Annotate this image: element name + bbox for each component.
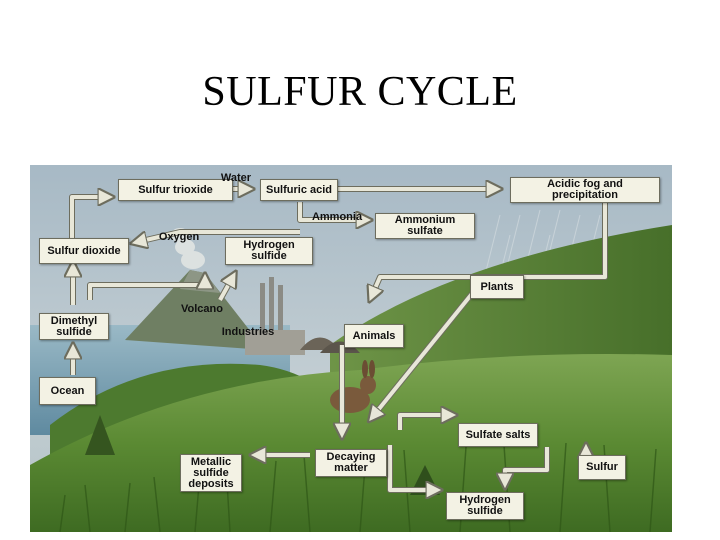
box-sulfur-trioxide: Sulfur trioxide [118, 179, 233, 201]
volcano-shape [125, 270, 265, 350]
box-acidic-fog: Acidic fog and precipitation [510, 177, 660, 203]
page-title: SULFUR CYCLE [202, 69, 518, 115]
label-water: Water [220, 172, 252, 184]
box-animals: Animals [344, 324, 404, 348]
box-sulfur: Sulfur [578, 455, 626, 480]
label-industries: Industries [221, 326, 275, 338]
box-ammonium-sulfate: Ammonium sulfate [375, 213, 475, 239]
label-ammonia: Ammonia [311, 211, 363, 223]
box-sulfate-salts: Sulfate salts [458, 423, 538, 447]
box-ocean: Ocean [39, 377, 96, 405]
box-hydrogen-sulfide-bottom: Hydrogen sulfide [446, 492, 524, 520]
sulfur-cycle-diagram: Sulfur trioxide Sulfuric acid Acidic fog… [30, 165, 672, 532]
box-decaying-matter: Decaying matter [315, 449, 387, 477]
box-plants: Plants [470, 275, 524, 299]
label-volcano: Volcano [181, 303, 223, 315]
diagram-background [30, 165, 672, 532]
box-dimethyl-sulfide: Dimethyl sulfide [39, 313, 109, 340]
box-metallic-sulfide-deposits: Metallic sulfide deposits [180, 454, 242, 492]
box-sulfuric-acid: Sulfuric acid [260, 179, 338, 201]
box-hydrogen-sulfide-top: Hydrogen sulfide [225, 237, 313, 265]
label-oxygen: Oxygen [158, 231, 200, 243]
box-sulfur-dioxide: Sulfur dioxide [39, 238, 129, 264]
